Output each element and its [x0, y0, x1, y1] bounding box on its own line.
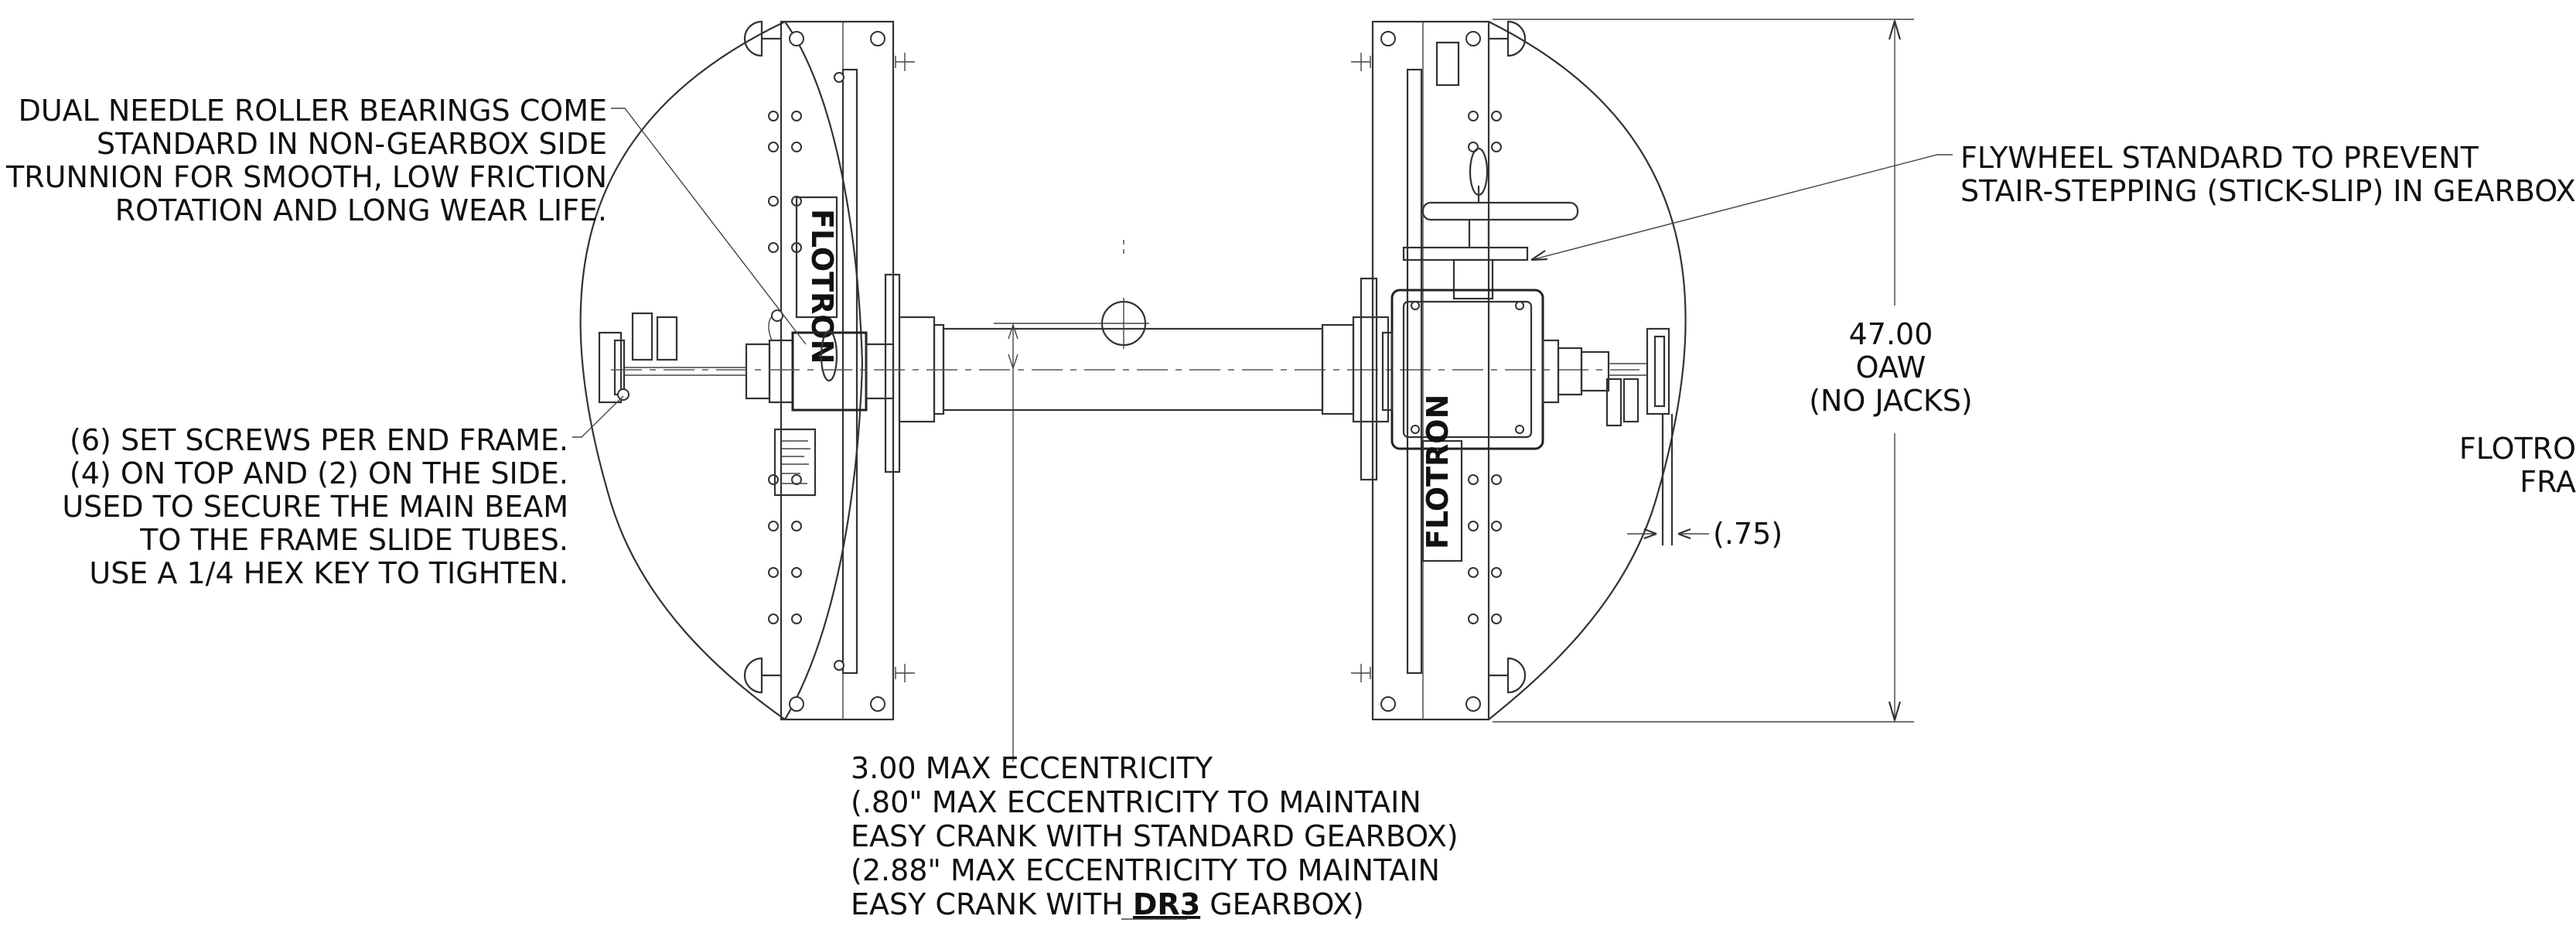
left-bottom-knob [743, 657, 763, 694]
right-end-frame: FLOTRON [1321, 20, 1687, 721]
flywheel-note: FLYWHEEL STANDARD TO PREVENT STAIR-STEPP… [1960, 141, 2576, 208]
right-flotron-logo: FLOTRON [1421, 395, 1455, 549]
eccentricity-line: 3.00 MAX ECCENTRICITY [851, 751, 1213, 785]
eccentricity-suffix: GEARBOX) [1200, 887, 1364, 921]
crank-handle [1469, 147, 1489, 197]
left-end-frame: FLOTRON [579, 20, 915, 721]
left-trunnion [745, 273, 945, 473]
bearing-note: DUAL NEEDLE ROLLER BEARINGS COME STANDAR… [5, 94, 607, 227]
right-frame-holes [1380, 31, 1502, 712]
eccentricity-line: EASY CRANK WITH DR3 GEARBOX) [851, 887, 1364, 921]
flotron-cut-note: FLOTRO FRA [2459, 432, 2576, 499]
flywheel [1421, 201, 1579, 221]
right-frame-plate [1371, 20, 1490, 721]
set-screw-note-line: (4) ON TOP AND (2) ON THE SIDE. [70, 456, 568, 490]
left-top-knob [743, 20, 763, 57]
left-flotron-logo-plate [795, 196, 838, 319]
right-frame-arc [1488, 21, 1687, 720]
flywheel-leader [1530, 154, 1953, 261]
height-note: (NO JACKS) [1809, 384, 1973, 418]
height-dimension [1493, 19, 1914, 723]
dr3-gearbox-label: DR3 [1133, 887, 1200, 921]
bearing-note-line: ROTATION AND LONG WEAR LIFE. [115, 193, 607, 227]
bearing-note-line: TRUNNION FOR SMOOTH, LOW FRICTION [5, 160, 607, 194]
set-screw-note-line: TO THE FRAME SLIDE TUBES. [139, 523, 568, 557]
set-screw-note: (6) SET SCREWS PER END FRAME. (4) ON TOP… [62, 423, 568, 590]
bearing-leader [611, 108, 807, 345]
left-frame-arc [579, 21, 786, 720]
flotron-cut-line: FRA [2520, 465, 2576, 499]
offset-dimension [1627, 528, 1709, 540]
main-beam [611, 240, 1639, 762]
bearing-note-line: STANDARD IN NON-GEARBOX SIDE [97, 127, 607, 161]
left-spec-label [773, 428, 817, 497]
flotron-cut-line: FLOTRO [2459, 432, 2576, 466]
left-flotron-logo: FLOTRON [805, 209, 839, 364]
set-screw-note-line: USED TO SECURE THE MAIN BEAM [62, 490, 568, 524]
height-label: OAW [1856, 350, 1926, 384]
right-top-knob [1506, 20, 1527, 57]
eccentricity-note: 3.00 MAX ECCENTRICITY (.80" MAX ECCENTRI… [851, 751, 1459, 921]
set-screw-leader [572, 395, 624, 438]
flywheel-note-line: STAIR-STEPPING (STICK-SLIP) IN GEARBOX. [1960, 174, 2576, 208]
eccentricity-line: (2.88" MAX ECCENTRICITY TO MAINTAIN [851, 853, 1440, 887]
eccentricity-line: (.80" MAX ECCENTRICITY TO MAINTAIN [851, 785, 1421, 819]
right-outer-bracket [1646, 327, 1670, 415]
bearing-note-line: DUAL NEEDLE ROLLER BEARINGS COME [19, 94, 607, 128]
set-screw-note-line: USE A 1/4 HEX KEY TO TIGHTEN. [89, 556, 568, 590]
right-beam-flange [1360, 277, 1378, 481]
left-frame-inner-arc [784, 21, 864, 720]
right-flotron-logo-plate [1421, 439, 1463, 562]
eccentricity-line: EASY CRANK WITH STANDARD GEARBOX) [851, 819, 1459, 853]
height-value: 47.00 [1849, 317, 1933, 351]
eccentricity-prefix: EASY CRANK WITH [851, 887, 1133, 921]
height-dimension-text: 47.00 OAW (NO JACKS) [1809, 317, 1973, 418]
right-bottom-knob [1506, 657, 1527, 694]
left-outer-bracket [598, 331, 623, 404]
flywheel-note-line: FLYWHEEL STANDARD TO PREVENT [1960, 141, 2479, 175]
set-screw-note-line: (6) SET SCREWS PER END FRAME. [70, 423, 568, 457]
offset-value: (.75) [1713, 517, 1783, 551]
